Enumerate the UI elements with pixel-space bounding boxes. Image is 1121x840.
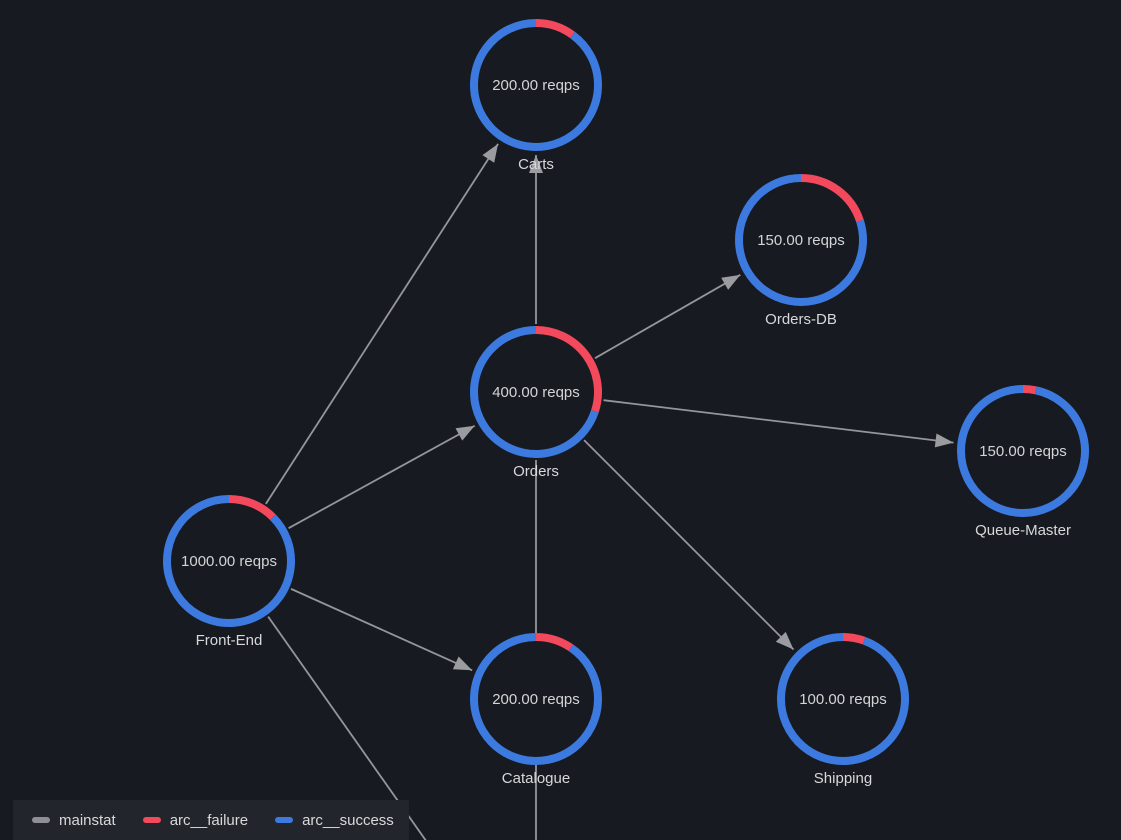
edge-arrowhead-icon bbox=[482, 143, 499, 163]
edge-line bbox=[265, 143, 499, 505]
legend-item-mainstat: mainstat bbox=[19, 812, 116, 829]
node-stat: 1000.00 reqps bbox=[181, 553, 277, 570]
edge-line bbox=[288, 424, 476, 529]
node-label: Front-End bbox=[196, 632, 263, 649]
legend-swatch-arc-failure-icon bbox=[142, 817, 161, 823]
node-label: Queue-Master bbox=[975, 522, 1071, 539]
legend-item-arc-success: arc__success bbox=[262, 812, 394, 829]
legend-swatch-mainstat-icon bbox=[32, 817, 50, 823]
node-arc-success bbox=[470, 326, 599, 458]
edge-line bbox=[583, 439, 795, 651]
node-arc-success bbox=[777, 633, 909, 765]
edge-arrowhead-icon bbox=[452, 656, 473, 671]
edge-orders-shipping bbox=[583, 439, 795, 651]
edge-front-end-catalogue bbox=[290, 588, 473, 672]
node-label: Orders-DB bbox=[765, 311, 837, 328]
legend-swatch-arc-success-icon bbox=[275, 817, 294, 823]
node-body bbox=[735, 174, 867, 306]
node-arc-failure bbox=[800, 174, 864, 223]
edge-line bbox=[594, 274, 741, 359]
node-label: Carts bbox=[518, 156, 554, 173]
legend: mainstat arc__failure arc__success bbox=[13, 800, 409, 840]
node-body bbox=[470, 19, 602, 151]
node-body bbox=[957, 385, 1089, 517]
edge-orders-orders-db bbox=[594, 274, 741, 359]
node-stat: 200.00 reqps bbox=[492, 691, 580, 708]
edge-line bbox=[290, 588, 473, 672]
edge-arrowhead-icon bbox=[529, 155, 543, 173]
node-stat: 150.00 reqps bbox=[757, 232, 845, 249]
node-arc-success bbox=[470, 19, 602, 151]
node-body bbox=[470, 633, 602, 765]
node-arc-success bbox=[735, 174, 867, 306]
node-label: Orders bbox=[513, 463, 559, 480]
node-stat: 200.00 reqps bbox=[492, 77, 580, 94]
node-label: Catalogue bbox=[502, 770, 570, 787]
edge-arrowhead-icon bbox=[934, 433, 954, 448]
edge-orders-carts bbox=[529, 155, 543, 324]
node-arc-failure bbox=[535, 633, 574, 652]
node-label: Shipping bbox=[814, 770, 872, 787]
node-arc-failure bbox=[535, 19, 575, 39]
node-arc-failure bbox=[535, 326, 602, 413]
node-body bbox=[777, 633, 909, 765]
legend-label-mainstat: mainstat bbox=[59, 811, 116, 829]
node-arc-failure bbox=[842, 633, 866, 645]
edge-front-end-carts bbox=[265, 143, 499, 505]
node-stat: 100.00 reqps bbox=[799, 691, 887, 708]
legend-label-arc-failure: arc__failure bbox=[169, 811, 249, 829]
edge-line bbox=[603, 399, 954, 444]
legend-label-arc-success: arc__success bbox=[302, 811, 394, 829]
edge-arrowhead-icon bbox=[455, 425, 475, 441]
edge-orders-queue-master bbox=[603, 399, 954, 448]
node-arc-success bbox=[957, 385, 1089, 517]
node-stat: 150.00 reqps bbox=[979, 443, 1067, 460]
edge-arrowhead-icon bbox=[775, 631, 794, 650]
node-arc-failure bbox=[1022, 385, 1037, 395]
node-arc-success bbox=[163, 495, 295, 627]
node-body bbox=[163, 495, 295, 627]
node-body bbox=[470, 326, 602, 458]
edge-front-end-orders bbox=[288, 424, 476, 529]
legend-item-arc-failure: arc__failure bbox=[130, 812, 248, 829]
node-stat: 400.00 reqps bbox=[492, 384, 580, 401]
node-arc-failure bbox=[228, 495, 276, 521]
node-arc-success bbox=[470, 633, 602, 765]
edge-arrowhead-icon bbox=[721, 274, 741, 290]
